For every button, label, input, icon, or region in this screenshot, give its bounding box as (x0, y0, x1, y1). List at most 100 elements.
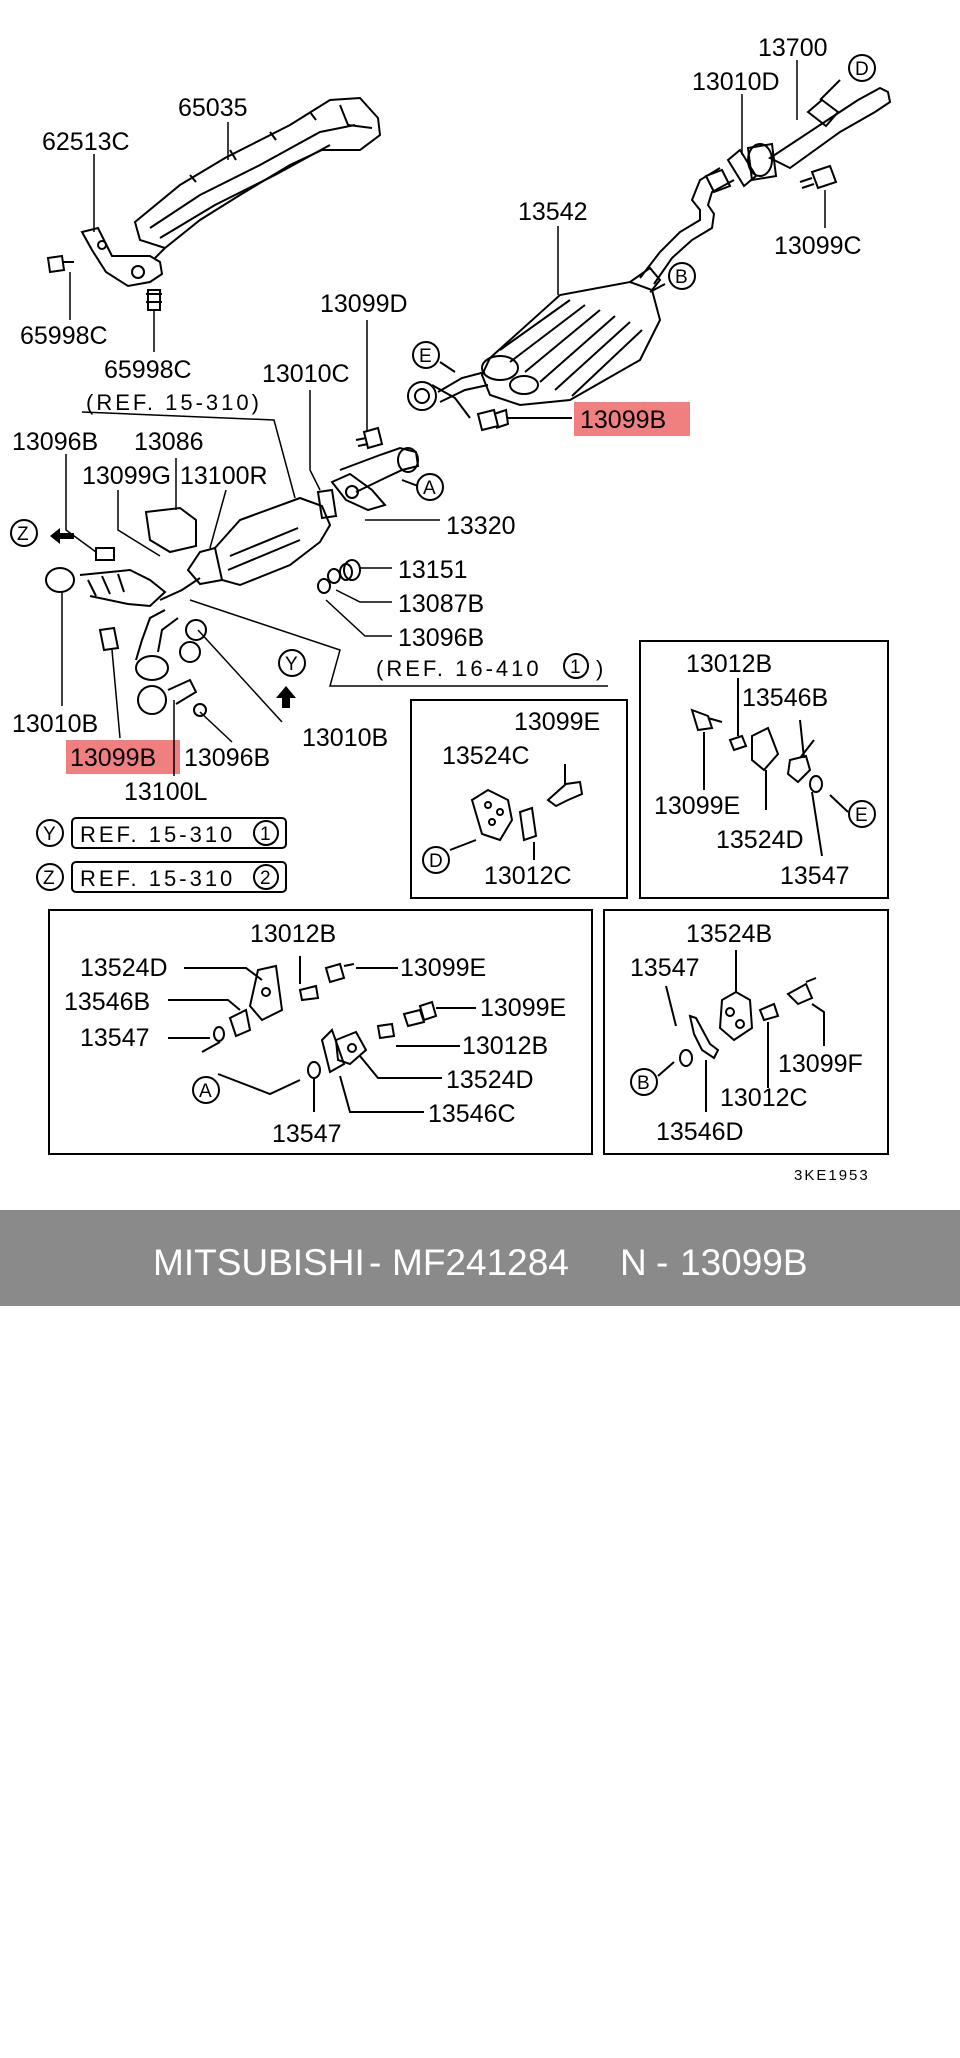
callout-y: Y (285, 654, 298, 675)
label-13096b-a: 13096B (12, 428, 98, 456)
b-label-13524b: 13524B (686, 920, 772, 948)
ref-box-z (71, 861, 287, 893)
ref-16-410-close: ) (596, 656, 606, 681)
tail-pipe-drawing (746, 86, 892, 182)
leader-lines (61, 60, 826, 776)
label-13099b-low: 13099B (70, 744, 156, 772)
e1-label-13099e: 13099E (514, 708, 600, 736)
label-13010b-a: 13010B (12, 710, 98, 738)
e1-label-13524c: 13524C (442, 742, 530, 770)
e2-label-13012b: 13012B (686, 650, 772, 678)
label-13086: 13086 (134, 428, 204, 456)
callout-y-row: Y (43, 824, 56, 845)
b-label-13099f: 13099F (778, 1050, 863, 1078)
callout-z-row: Z (43, 868, 55, 889)
bolt-13099c-drawing (799, 164, 838, 190)
panel-e2-frame (639, 640, 889, 899)
insulator-13086-drawing (144, 506, 197, 554)
e1-label-13012c: 13012C (484, 862, 572, 890)
callout-d-top: D (855, 59, 869, 80)
bolt-13099b-lower-drawing (98, 626, 120, 652)
b-callout-b: B (637, 1073, 650, 1094)
b-label-13012c: 13012C (720, 1084, 808, 1112)
bracket-62513c-drawing (80, 226, 166, 288)
footer-separator-2: - (656, 1242, 669, 1283)
a-label-13524d-a: 13524D (80, 954, 168, 982)
panel-b-frame (603, 909, 889, 1155)
label-13096b-b: 13096B (398, 624, 484, 652)
label-13099c: 13099C (774, 232, 862, 260)
ref-box-y (71, 817, 287, 849)
ref-z-row: REF. 15-310 (80, 866, 235, 891)
bolt-65998c-drawing (46, 254, 162, 311)
callout-b-top: B (675, 267, 688, 288)
panel-e2-hanger-drawing (690, 678, 876, 857)
e2-label-13524d: 13524D (716, 826, 804, 854)
label-13542: 13542 (518, 198, 588, 226)
footer-separator-1: - (369, 1242, 382, 1283)
a-label-13547-b: 13547 (272, 1120, 342, 1148)
e2-label-13099e: 13099E (654, 792, 740, 820)
panel-b-hanger-drawing (630, 950, 825, 1112)
front-pipe-drawing (330, 446, 420, 512)
a-label-13099e-a: 13099E (400, 954, 486, 982)
label-65998c-a: 65998C (20, 322, 108, 350)
center-pipe-drawing (639, 167, 721, 279)
footer-n-label: N (620, 1242, 647, 1283)
highlight-13099b-low (66, 740, 180, 774)
e2-label-13546b: 13546B (742, 684, 828, 712)
exhaust-manifold-drawing (45, 567, 207, 717)
footer-text: MITSUBISHI - MF241284 N - 13099B (0, 1210, 960, 1306)
ref-y-row: REF. 15-310 (80, 822, 235, 847)
label-13100l: 13100L (124, 778, 208, 806)
label-62513c: 62513C (42, 128, 130, 156)
a-label-13012b-b: 13012B (462, 1032, 548, 1060)
label-65035: 65035 (178, 94, 248, 122)
a-callout-a: A (199, 1081, 212, 1102)
catalytic-converter-drawing (186, 496, 332, 587)
footer-part-number: MF241284 (392, 1242, 569, 1283)
ref-16-410-num: 1 (570, 657, 581, 678)
b-label-13547: 13547 (630, 954, 700, 982)
bolt-13099d-drawing (355, 426, 384, 450)
panel-e1-frame (410, 699, 628, 899)
a-label-13546b: 13546B (64, 988, 150, 1016)
ref-y-row-num: 1 (260, 824, 271, 845)
label-13010c: 13010C (262, 360, 350, 388)
label-13087b: 13087B (398, 590, 484, 618)
callout-e-top: E (419, 346, 432, 367)
drawing-code: 3KE1953 (794, 1167, 870, 1184)
label-65998c-b: 65998C (104, 356, 192, 384)
footer-ref-number: 13099B (680, 1242, 808, 1283)
callout-a-top: A (423, 478, 436, 499)
label-13096b-c: 13096B (184, 744, 270, 772)
parts-diagram: 13700 13010D 65035 62513C 13542 13099C 6… (10, 34, 892, 1184)
e2-callout-e: E (855, 805, 868, 826)
arrow-z (50, 528, 74, 544)
muffler-drawing (480, 266, 662, 407)
bolt-13099b-drawing (476, 408, 572, 432)
a-label-13546c: 13546C (428, 1100, 516, 1128)
heat-shield-drawing (133, 96, 382, 250)
label-13099g: 13099G (82, 462, 171, 490)
label-13700: 13700 (758, 34, 828, 62)
label-13010d: 13010D (692, 68, 780, 96)
label-13320: 13320 (446, 512, 516, 540)
label-13100r: 13100R (180, 462, 268, 490)
label-13099d: 13099D (320, 290, 408, 318)
highlight-13099b-main (574, 402, 690, 436)
label-13099b-main: 13099B (580, 406, 666, 434)
panel-a-hanger-drawing (168, 956, 476, 1113)
footer-brand: MITSUBISHI (153, 1242, 365, 1283)
panel-a-frame (48, 909, 593, 1155)
nut-drawing (95, 547, 115, 561)
footer-bar: MITSUBISHI - MF241284 N - 13099B (0, 1210, 960, 1306)
arrow-y (276, 686, 296, 708)
callout-z: Z (17, 524, 29, 545)
e1-callout-d: D (429, 851, 443, 872)
gasket-13010d-drawing (726, 148, 758, 188)
label-13010b-b: 13010B (302, 724, 388, 752)
ref-z-row-num: 2 (260, 868, 271, 889)
exhaust-system-diagram: 13700 13010D 65035 62513C 13542 13099C 6… (10, 34, 892, 1184)
ref-15-310: (REF. 15-310) (86, 390, 262, 415)
